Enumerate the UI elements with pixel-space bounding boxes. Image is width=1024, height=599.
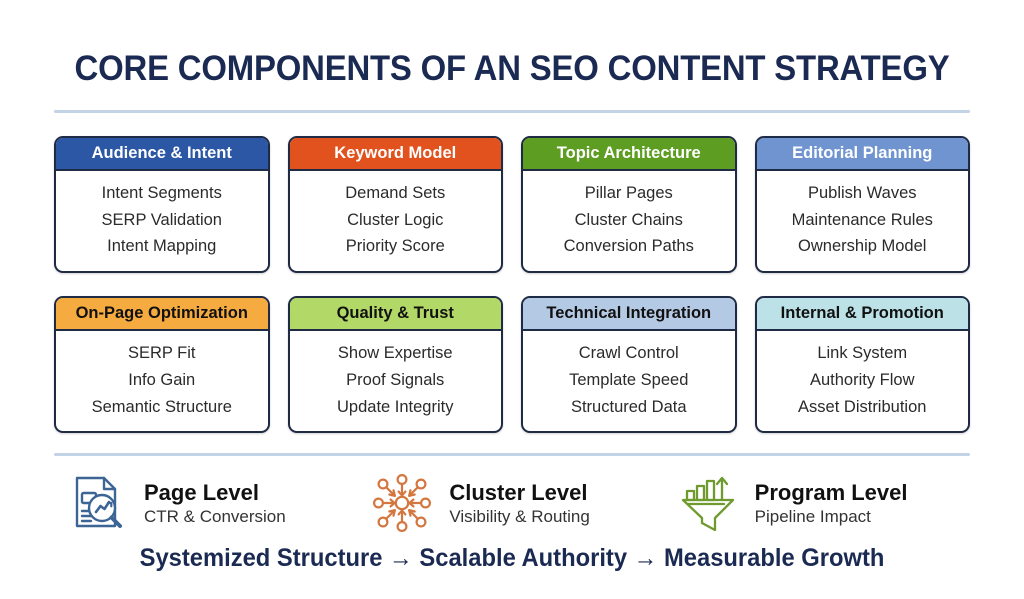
card-topic-architecture[interactable]: Topic Architecture Pillar Pages Cluster … bbox=[521, 135, 737, 274]
legend-text: Page Level CTR & Conversion bbox=[144, 480, 286, 527]
card-item: Semantic Structure bbox=[91, 397, 232, 416]
card-header: On-Page Optimization bbox=[56, 298, 268, 332]
hub-network-nodes-icon bbox=[369, 470, 435, 536]
card-header: Topic Architecture bbox=[523, 137, 735, 172]
card-audience-intent[interactable]: Audience & Intent Intent Segments SERP V… bbox=[54, 135, 270, 274]
card-item: SERP Fit bbox=[127, 344, 196, 363]
card-internal-promotion[interactable]: Internal & Promotion Link System Authori… bbox=[754, 296, 970, 434]
card-quality-trust[interactable]: Quality & Trust Show Expertise Proof Sig… bbox=[287, 296, 503, 434]
card-item: Demand Sets bbox=[345, 184, 446, 203]
legend-item-page-level[interactable]: Page Level CTR & Conversion bbox=[54, 470, 359, 536]
legend-text: Cluster Level Visibility & Routing bbox=[449, 480, 589, 527]
card-body: Pillar Pages Cluster Chains Conversion P… bbox=[523, 171, 735, 271]
document-magnifier-chart-icon bbox=[64, 470, 130, 536]
card-item: Info Gain bbox=[128, 371, 196, 390]
card-on-page-optimization[interactable]: On-Page Optimization SERP Fit Info Gain … bbox=[54, 296, 270, 434]
card-item: Crawl Control bbox=[578, 344, 679, 363]
legend-title: Page Level bbox=[144, 480, 259, 505]
legend-item-cluster-level[interactable]: Cluster Level Visibility & Routing bbox=[359, 470, 664, 536]
card-keyword-model[interactable]: Keyword Model Demand Sets Cluster Logic … bbox=[287, 135, 503, 274]
legend-item-program-level[interactable]: Program Level Pipeline Impact bbox=[665, 470, 970, 536]
card-item: Priority Score bbox=[345, 237, 445, 256]
card-item: Structured Data bbox=[570, 397, 687, 416]
card-header: Editorial Planning bbox=[756, 137, 968, 172]
card-header: Audience & Intent bbox=[56, 137, 268, 172]
card-body: Intent Segments SERP Validation Intent M… bbox=[56, 171, 268, 271]
legend-subtitle: Visibility & Routing bbox=[449, 507, 590, 527]
tagline: Systemized Structure → Scalable Authorit… bbox=[139, 544, 885, 573]
card-body: Link System Authority Flow Asset Distrib… bbox=[757, 331, 969, 431]
card-item: Conversion Paths bbox=[563, 237, 694, 256]
components-grid: Audience & Intent Intent Segments SERP V… bbox=[54, 113, 970, 434]
divider-bottom bbox=[54, 453, 970, 457]
card-item: Template Speed bbox=[569, 371, 689, 390]
card-item: Intent Segments bbox=[101, 184, 222, 203]
card-item: Publish Waves bbox=[807, 184, 917, 203]
legend-row: Page Level CTR & Conversion bbox=[54, 456, 970, 536]
card-body: Crawl Control Template Speed Structured … bbox=[523, 331, 735, 431]
card-item: Asset Distribution bbox=[798, 397, 927, 416]
card-body: Show Expertise Proof Signals Update Inte… bbox=[290, 331, 502, 431]
card-item: Proof Signals bbox=[346, 371, 445, 390]
card-editorial-planning[interactable]: Editorial Planning Publish Waves Mainten… bbox=[754, 135, 970, 274]
card-item: Show Expertise bbox=[337, 344, 453, 363]
card-body: Demand Sets Cluster Logic Priority Score bbox=[290, 171, 502, 271]
card-item: Cluster Chains bbox=[574, 210, 683, 229]
legend-text: Program Level Pipeline Impact bbox=[755, 480, 908, 527]
card-item: Link System bbox=[817, 344, 908, 363]
legend-subtitle: CTR & Conversion bbox=[144, 507, 286, 527]
card-header: Internal & Promotion bbox=[756, 298, 968, 332]
legend-subtitle: Pipeline Impact bbox=[754, 507, 871, 527]
card-item: Ownership Model bbox=[798, 237, 927, 256]
card-item: Pillar Pages bbox=[584, 184, 673, 203]
card-item: SERP Validation bbox=[101, 210, 222, 229]
legend-title: Program Level bbox=[754, 480, 908, 505]
card-header: Keyword Model bbox=[289, 137, 501, 172]
card-body: Publish Waves Maintenance Rules Ownershi… bbox=[757, 171, 969, 271]
card-item: Intent Mapping bbox=[107, 237, 217, 256]
card-item: Cluster Logic bbox=[347, 210, 444, 229]
funnel-bar-chart-arrow-icon bbox=[675, 470, 741, 536]
card-header: Quality & Trust bbox=[289, 298, 501, 332]
divider-top bbox=[54, 109, 970, 113]
card-item: Authority Flow bbox=[809, 371, 915, 390]
card-header: Technical Integration bbox=[523, 298, 735, 332]
card-item: Maintenance Rules bbox=[791, 210, 933, 229]
card-item: Update Integrity bbox=[337, 397, 454, 416]
page-title: CORE COMPONENTS OF AN SEO CONTENT STRATE… bbox=[74, 49, 950, 89]
card-body: SERP Fit Info Gain Semantic Structure bbox=[56, 331, 268, 431]
legend-title: Cluster Level bbox=[449, 480, 588, 505]
card-technical-integration[interactable]: Technical Integration Crawl Control Temp… bbox=[521, 296, 737, 434]
